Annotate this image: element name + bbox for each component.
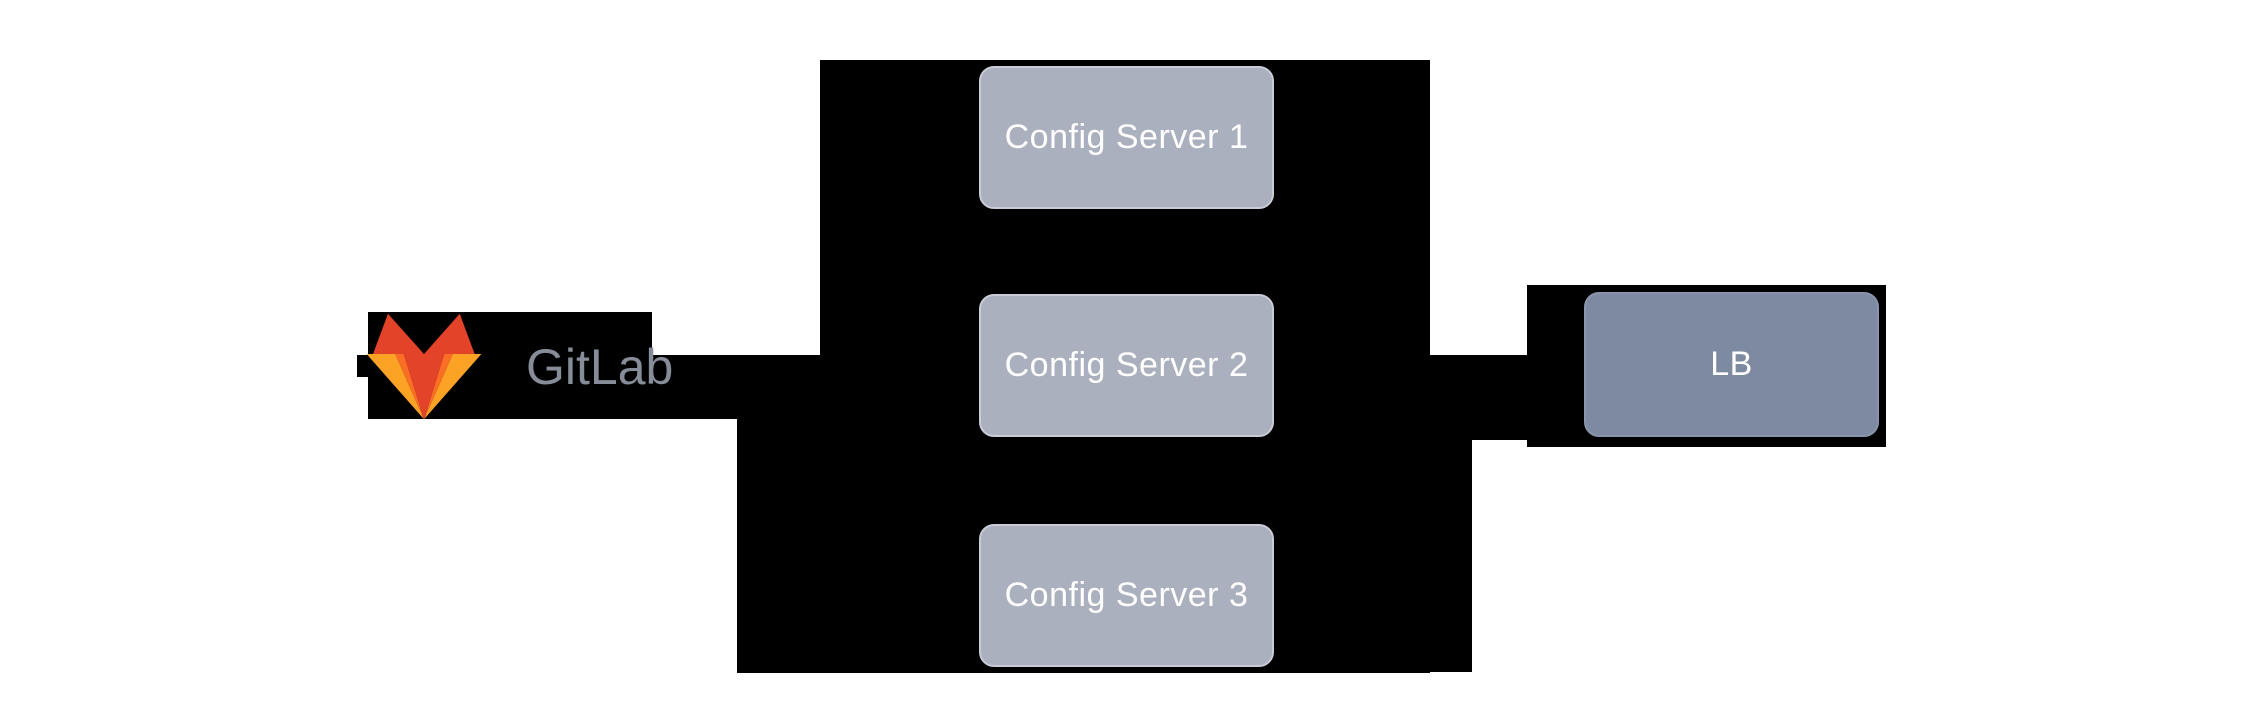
config-server-3-label: Config Server 3 xyxy=(1004,576,1249,614)
config-server-1-label: Config Server 1 xyxy=(1004,118,1249,156)
config-server-2-node: Config Server 2 xyxy=(979,294,1274,437)
config-server-3-node: Config Server 3 xyxy=(979,524,1274,667)
load-balancer-label: LB xyxy=(1710,345,1753,383)
connector-left-column-shape xyxy=(737,418,820,673)
connector-right-column-shape xyxy=(1430,440,1472,672)
load-balancer-node: LB xyxy=(1584,292,1879,437)
connector-gitlab-to-block-shape xyxy=(652,355,820,419)
gitlab-tanuki-icon xyxy=(366,313,482,420)
connector-block-to-lb-shape xyxy=(1430,355,1530,440)
gitlab-wordmark: GitLab xyxy=(526,339,674,395)
config-server-1-node: Config Server 1 xyxy=(979,66,1274,209)
config-server-2-label: Config Server 2 xyxy=(1004,346,1249,384)
gitlab-arrowhead-shape xyxy=(357,355,369,377)
